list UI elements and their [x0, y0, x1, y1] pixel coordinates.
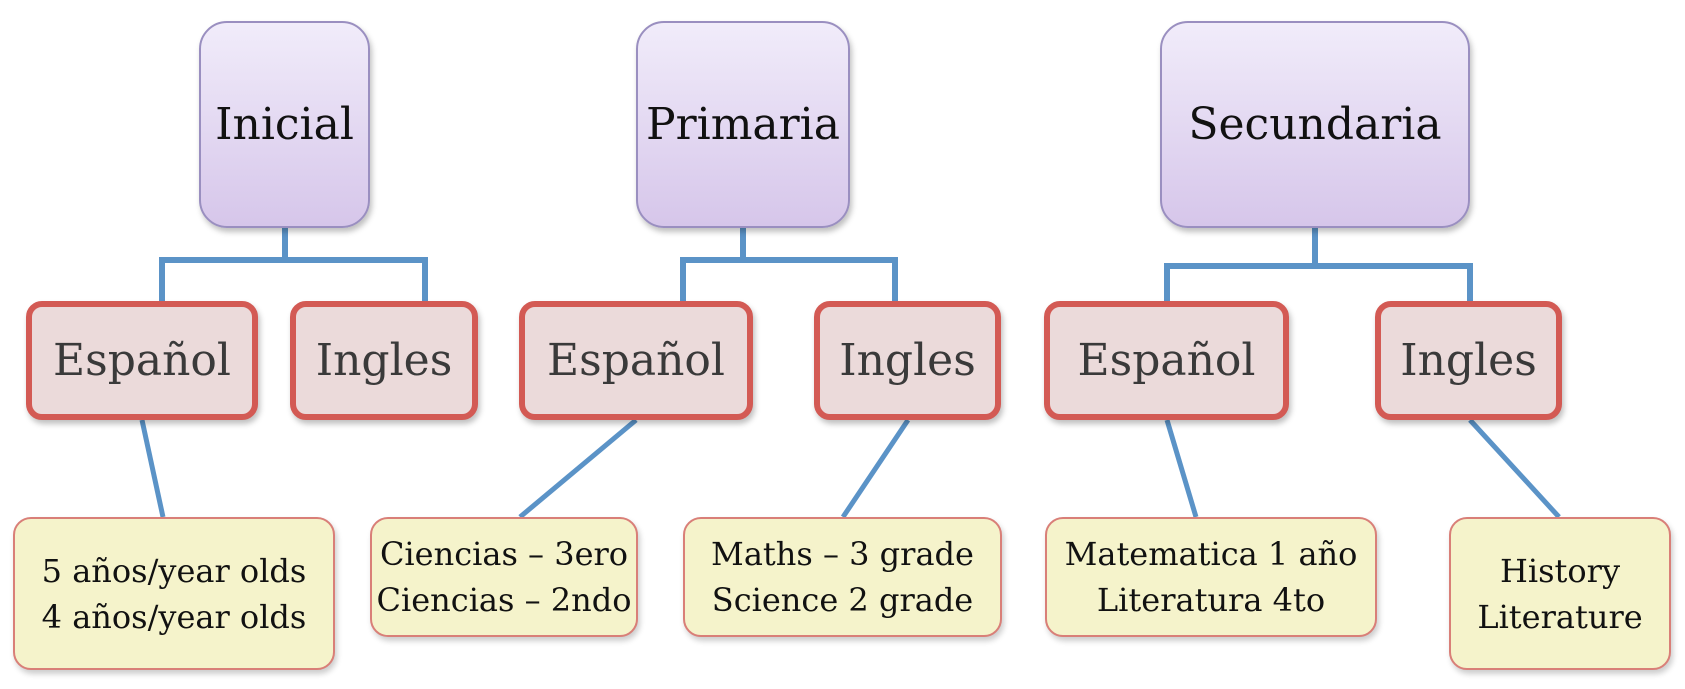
- leaf-primaria-ingles: Maths – 3 grade Science 2 grade: [683, 517, 1002, 637]
- node-primaria-label: Primaria: [645, 99, 840, 150]
- leaf-line: Ciencias – 2ndo: [376, 581, 632, 619]
- leaf-inicial-espanol: 5 años/year olds 4 años/year olds: [13, 517, 335, 670]
- leaf-line: 4 años/year olds: [41, 597, 307, 636]
- connector-primaria-espanol-leaf: [518, 418, 638, 519]
- leaf-line: Literatura 4to: [1096, 581, 1326, 619]
- node-inicial-ingles: Ingles: [290, 301, 478, 420]
- node-primaria-ingles-label: Ingles: [839, 335, 976, 386]
- node-inicial-ingles-label: Ingles: [315, 335, 453, 386]
- node-inicial-label: Inicial: [215, 99, 354, 150]
- node-primaria-espanol-label: Español: [547, 335, 725, 386]
- node-secundaria-ingles-label: Ingles: [1400, 335, 1537, 386]
- node-primaria-ingles: Ingles: [814, 301, 1001, 420]
- node-primaria: Primaria: [636, 21, 850, 228]
- node-secundaria-espanol: Español: [1044, 301, 1289, 420]
- leaf-secundaria-espanol: Matematica 1 año Literatura 4to: [1045, 517, 1377, 637]
- connector-primaria-ingles-leaf: [840, 418, 911, 519]
- node-secundaria-label: Secundaria: [1188, 99, 1442, 150]
- connector-secundaria-bracket: [1164, 228, 1473, 306]
- connector-inicial-espanol-leaf: [139, 419, 166, 518]
- node-secundaria: Secundaria: [1160, 21, 1470, 228]
- node-inicial: Inicial: [199, 21, 370, 228]
- node-secundaria-ingles: Ingles: [1375, 301, 1562, 420]
- node-secundaria-espanol-label: Español: [1077, 335, 1256, 386]
- leaf-line: 5 años/year olds: [41, 551, 307, 590]
- connector-secundaria-espanol-leaf: [1164, 419, 1199, 518]
- leaf-line: Science 2 grade: [711, 581, 974, 619]
- connector-inicial-bracket: [159, 228, 428, 306]
- leaf-line: Literature: [1477, 597, 1643, 636]
- node-primaria-espanol: Español: [519, 301, 753, 420]
- node-inicial-espanol: Español: [26, 301, 258, 420]
- leaf-secundaria-ingles: History Literature: [1449, 517, 1671, 670]
- connector-secundaria-ingles-leaf: [1468, 418, 1561, 519]
- node-inicial-espanol-label: Español: [53, 335, 231, 386]
- leaf-line: Maths – 3 grade: [711, 535, 974, 573]
- connector-primaria-bracket: [680, 228, 898, 306]
- leaf-line: History: [1499, 551, 1621, 590]
- leaf-primaria-espanol: Ciencias – 3ero Ciencias – 2ndo: [370, 517, 638, 637]
- leaf-line: Ciencias – 3ero: [379, 535, 629, 573]
- leaf-line: Matematica 1 año: [1064, 535, 1358, 573]
